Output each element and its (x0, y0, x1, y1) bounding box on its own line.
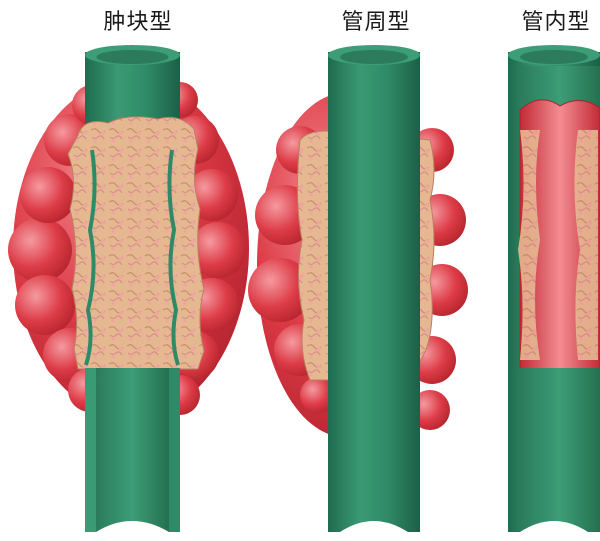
intraductal-type-figure (508, 45, 600, 532)
mass-infiltrate (68, 117, 204, 369)
periductal-duct (328, 52, 420, 532)
periductal-type-figure (248, 45, 468, 532)
mass-type-figure (8, 45, 249, 532)
